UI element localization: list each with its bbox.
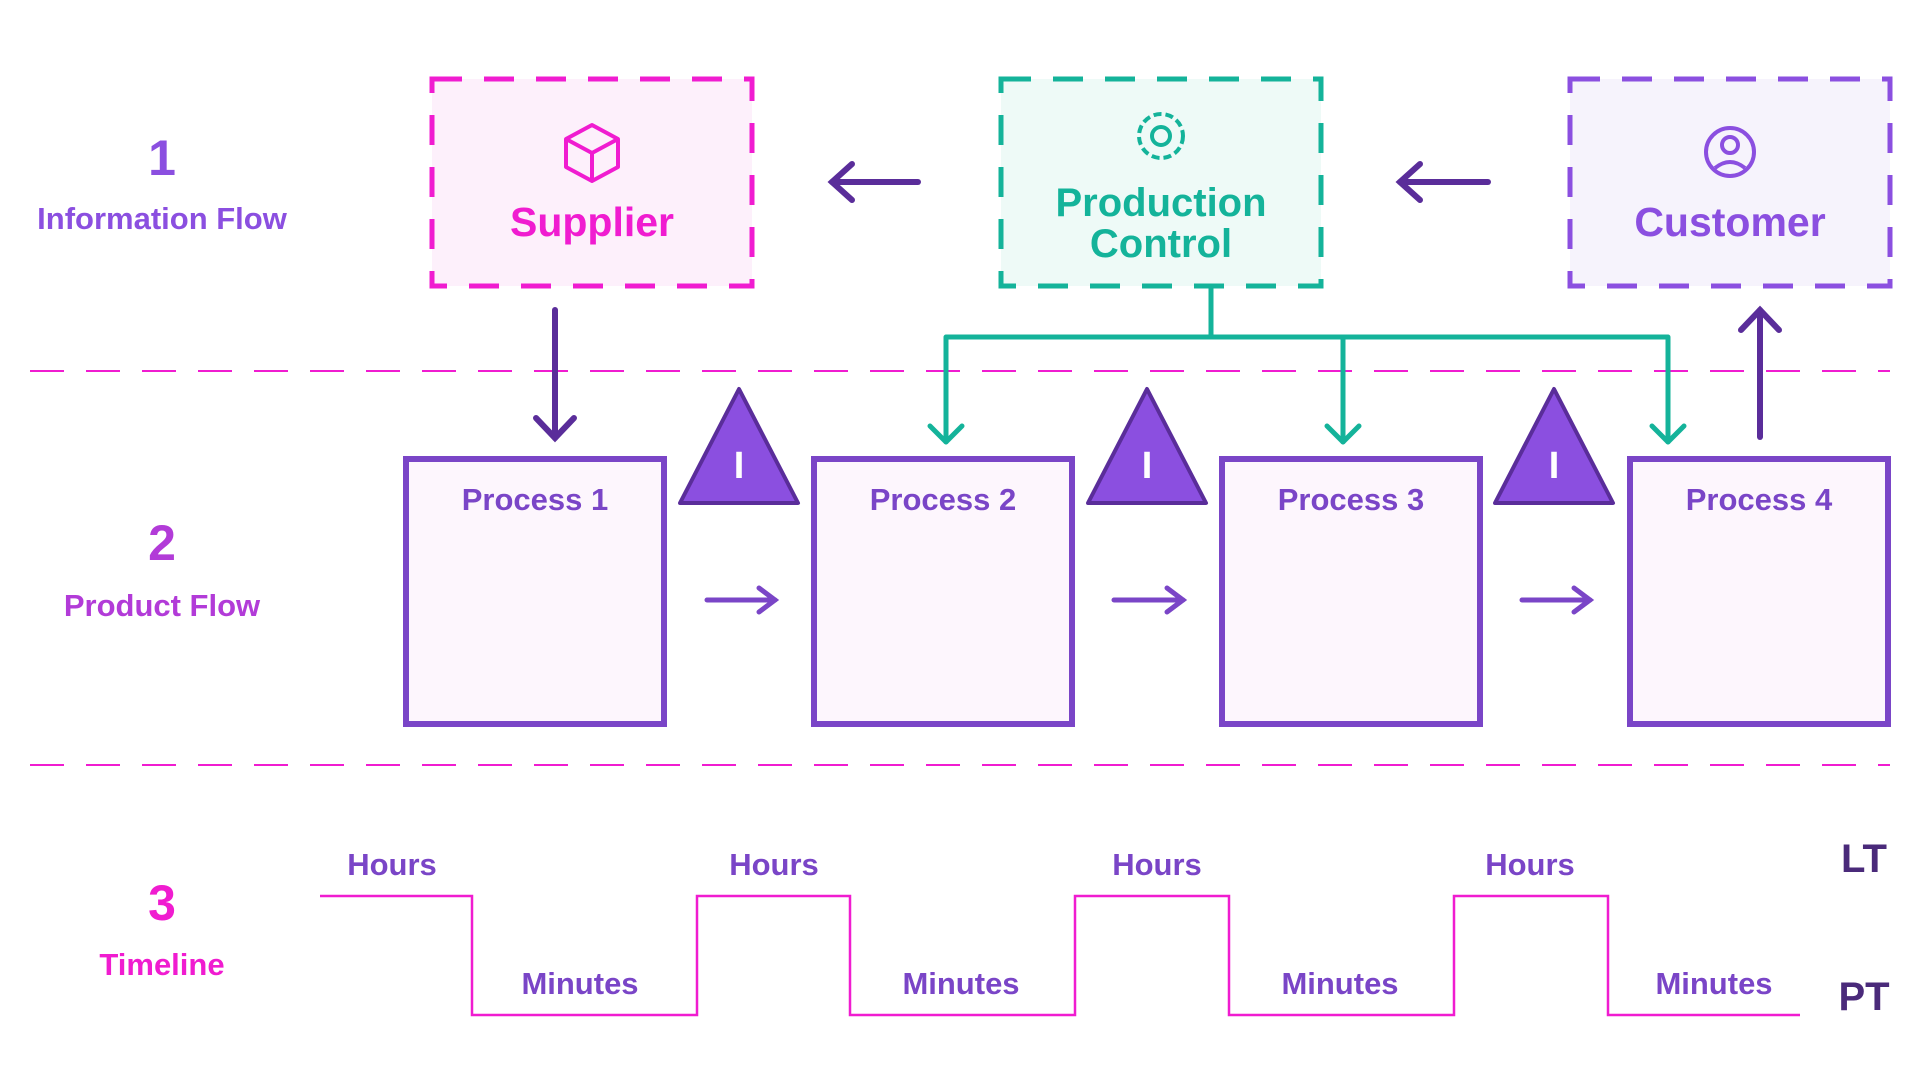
- process-label: Process 4: [1686, 482, 1833, 517]
- section-label: Information Flow: [37, 201, 288, 236]
- inventory-triangle-3[interactable]: I: [1493, 387, 1615, 505]
- production-control-label-line1: Production: [1055, 181, 1266, 225]
- process-frame: [1219, 456, 1483, 727]
- timeline-minutes-label: Minutes: [1281, 966, 1398, 1001]
- section-number: 2: [148, 515, 176, 571]
- arrow-customer-to-control: [1395, 161, 1491, 203]
- process-frame: [811, 456, 1075, 727]
- section-product-flow: 2 Product Flow: [64, 515, 261, 623]
- box-icon: [564, 123, 620, 183]
- process-label: Process 3: [1278, 482, 1425, 517]
- process-1[interactable]: Process 1: [403, 456, 667, 727]
- timeline-minutes-label: Minutes: [902, 966, 1019, 1001]
- control-signal-lines: [927, 283, 1687, 445]
- timeline-hours-label: Hours: [1485, 847, 1575, 882]
- process-time-label: PT: [1838, 975, 1889, 1019]
- user-icon: [1704, 126, 1756, 178]
- production-control-box[interactable]: Production Control: [998, 76, 1324, 289]
- process-2[interactable]: Process 2: [811, 456, 1075, 727]
- customer-label: Customer: [1634, 199, 1825, 245]
- inventory-label: I: [1549, 445, 1560, 487]
- process-3[interactable]: Process 3: [1219, 456, 1483, 727]
- section-label: Product Flow: [64, 588, 261, 623]
- supplier-frame: [429, 76, 755, 289]
- timeline-step-line: [320, 894, 1800, 1017]
- timeline-minutes-label: Minutes: [521, 966, 638, 1001]
- supplier-label: Supplier: [510, 199, 674, 245]
- section-information-flow: 1 Information Flow: [37, 130, 288, 236]
- section-number: 3: [148, 875, 176, 931]
- process-4[interactable]: Process 4: [1627, 456, 1891, 727]
- arrow-process-3-to-4: [1519, 585, 1595, 615]
- gear-icon: [1137, 112, 1185, 160]
- timeline-hours-label: Hours: [1112, 847, 1202, 882]
- lead-time-label: LT: [1841, 837, 1887, 881]
- customer-frame: [1567, 76, 1893, 289]
- section-label: Timeline: [99, 947, 224, 982]
- arrow-process-2-to-3: [1111, 585, 1188, 615]
- process-label: Process 1: [462, 482, 609, 517]
- inventory-label: I: [1142, 445, 1153, 487]
- process-label: Process 2: [870, 482, 1017, 517]
- timeline-minutes-label: Minutes: [1655, 966, 1772, 1001]
- production-control-label-line2: Control: [1090, 222, 1232, 266]
- inventory-triangle-2[interactable]: I: [1086, 387, 1208, 505]
- timeline-hours-label: Hours: [729, 847, 819, 882]
- inventory-triangle-1[interactable]: I: [678, 387, 800, 505]
- arrow-supplier-to-process-1: [533, 307, 577, 443]
- process-frame: [403, 456, 667, 727]
- arrow-process-1-to-2: [704, 585, 780, 615]
- section-number: 1: [148, 130, 176, 186]
- supplier-box[interactable]: Supplier: [429, 76, 755, 289]
- section-timeline: 3 Timeline: [99, 875, 224, 982]
- arrow-process-4-to-customer: [1738, 305, 1782, 440]
- timeline-hours-label: Hours: [347, 847, 437, 882]
- customer-box[interactable]: Customer: [1567, 76, 1893, 289]
- process-frame: [1627, 456, 1891, 727]
- inventory-label: I: [734, 445, 745, 487]
- arrow-control-to-supplier: [827, 161, 921, 203]
